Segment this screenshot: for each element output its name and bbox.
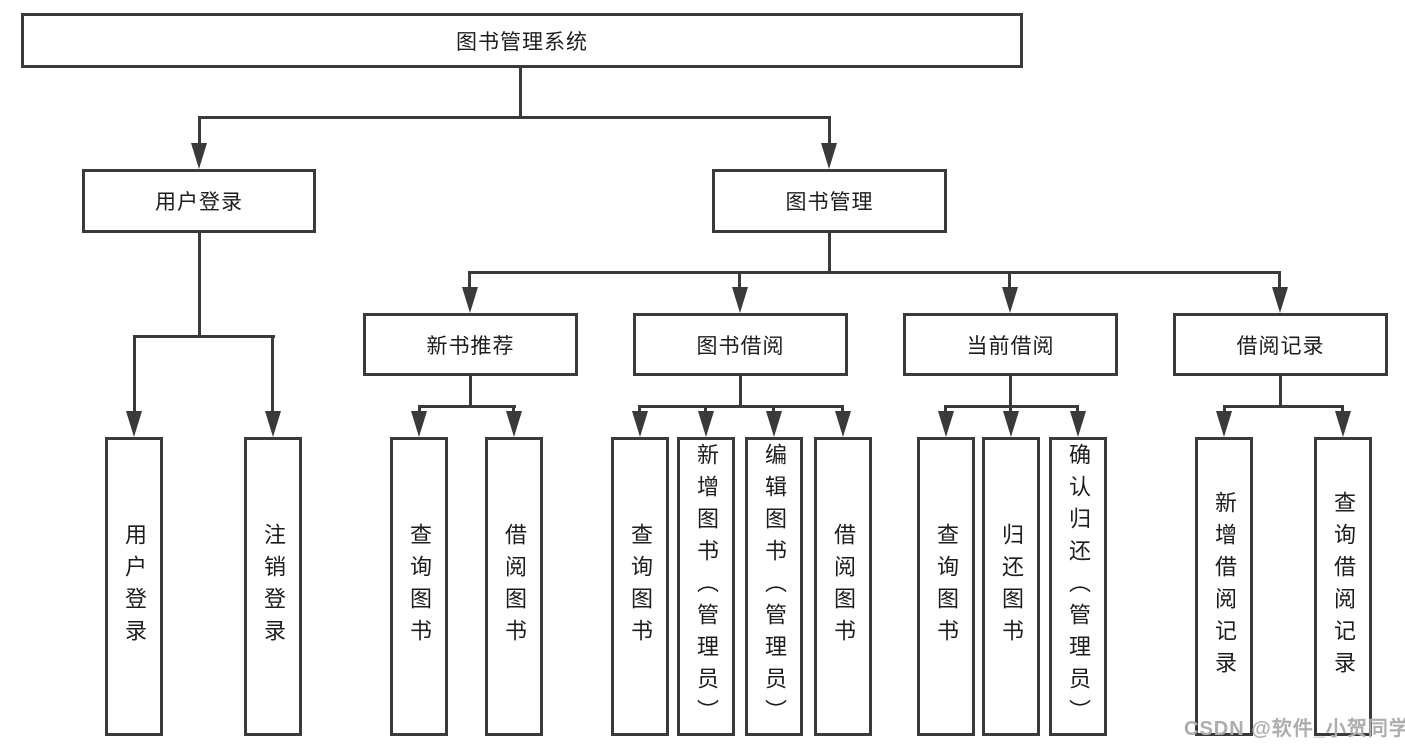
arrow-down-icon xyxy=(835,411,851,437)
node-book-borrow: 图书借阅 xyxy=(633,313,848,376)
csdn-watermark: CSDN @软件_小贺同学 xyxy=(1184,718,1405,740)
leaf-return-book: 归还图书 xyxy=(982,437,1040,736)
arrow-down-icon xyxy=(938,411,954,437)
connector-line xyxy=(944,405,947,414)
connector-line xyxy=(1223,405,1226,414)
connector-line xyxy=(1009,375,1012,406)
connector-line xyxy=(519,67,522,117)
arrow-down-icon xyxy=(766,411,782,437)
leaf-borrow-books-2: 借阅图书 xyxy=(814,437,872,736)
node-borrow-records-label: 借阅记录 xyxy=(1236,334,1325,358)
connector-line xyxy=(704,405,707,414)
connector-line xyxy=(198,116,201,146)
leaf-search-books-3: 查询图书 xyxy=(917,437,975,736)
connector-line xyxy=(1278,271,1281,289)
leaf-search-books-2-label: 查询图书 xyxy=(628,522,653,651)
node-user-login: 用户登录 xyxy=(82,169,316,233)
connector-line xyxy=(198,116,831,119)
connector-line xyxy=(841,405,844,414)
leaf-search-borrow-record: 查询借阅记录 xyxy=(1314,437,1372,736)
connector-line xyxy=(1076,405,1079,414)
node-new-books: 新书推荐 xyxy=(363,313,578,376)
leaf-add-book-admin: 新增图书（管理员） xyxy=(677,437,735,736)
arrow-down-icon xyxy=(1335,411,1351,437)
arrow-down-icon xyxy=(1003,411,1019,437)
leaf-add-borrow-record: 新增借阅记录 xyxy=(1195,437,1253,736)
arrow-down-icon xyxy=(462,287,478,313)
connector-line xyxy=(133,335,136,413)
arrow-down-icon xyxy=(1216,411,1232,437)
node-book-mgmt-label: 图书管理 xyxy=(785,191,874,214)
connector-line xyxy=(271,335,274,413)
arrow-down-icon xyxy=(1272,287,1288,313)
leaf-borrow-books-2-label: 借阅图书 xyxy=(831,522,856,651)
arrow-down-icon xyxy=(506,411,522,437)
node-current-borrow-label: 当前借阅 xyxy=(966,334,1055,358)
leaf-search-books-3-label: 查询图书 xyxy=(934,522,959,651)
node-current-borrow: 当前借阅 xyxy=(903,313,1118,376)
arrow-down-icon xyxy=(1002,287,1018,313)
connector-line xyxy=(1008,271,1011,289)
leaf-add-book-admin-label: 新增图书（管理员） xyxy=(694,442,719,731)
leaf-borrow-books-1: 借阅图书 xyxy=(485,437,543,736)
arrow-down-icon xyxy=(632,411,648,437)
leaf-search-books-2: 查询图书 xyxy=(611,437,669,736)
connector-line xyxy=(638,405,641,414)
arrow-down-icon xyxy=(191,143,207,169)
node-book-mgmt: 图书管理 xyxy=(712,169,947,233)
node-new-books-label: 新书推荐 xyxy=(426,334,515,358)
connector-line xyxy=(638,405,844,408)
arrow-down-icon xyxy=(821,143,837,169)
connector-line xyxy=(418,405,421,414)
arrow-down-icon xyxy=(698,411,714,437)
connector-line xyxy=(512,405,515,414)
arrow-down-icon xyxy=(732,287,748,313)
connector-line xyxy=(738,271,741,289)
connector-line xyxy=(1341,405,1344,414)
leaf-return-book-label: 归还图书 xyxy=(999,522,1024,651)
connector-line xyxy=(133,335,275,338)
node-user-login-label: 用户登录 xyxy=(155,191,243,214)
leaf-confirm-return-admin-label: 确认归还（管理员） xyxy=(1066,442,1091,731)
connector-line xyxy=(828,116,831,146)
leaf-search-books-1: 查询图书 xyxy=(390,437,448,736)
node-borrow-records: 借阅记录 xyxy=(1173,313,1388,376)
connector-line xyxy=(468,271,1281,274)
connector-line xyxy=(1009,405,1012,414)
leaf-user-login-label: 用户登录 xyxy=(122,522,147,651)
connector-line xyxy=(469,375,472,406)
leaf-edit-book-admin: 编辑图书（管理员） xyxy=(745,437,803,736)
connector-line xyxy=(468,271,471,289)
leaf-logout-label: 注销登录 xyxy=(261,522,286,651)
connector-line xyxy=(828,232,831,273)
leaf-search-borrow-record-label: 查询借阅记录 xyxy=(1331,490,1356,683)
leaf-search-books-1-label: 查询图书 xyxy=(407,522,432,651)
arrow-down-icon xyxy=(265,411,281,437)
leaf-user-login: 用户登录 xyxy=(105,437,163,736)
leaf-borrow-books-1-label: 借阅图书 xyxy=(502,522,527,651)
leaf-edit-book-admin-label: 编辑图书（管理员） xyxy=(762,442,787,731)
connector-line xyxy=(739,375,742,406)
arrow-down-icon xyxy=(1070,411,1086,437)
connector-line xyxy=(198,231,201,336)
node-book-borrow-label: 图书借阅 xyxy=(696,334,785,358)
arrow-down-icon xyxy=(411,411,427,437)
node-root: 图书管理系统 xyxy=(21,13,1023,68)
arrow-down-icon xyxy=(126,411,142,437)
connector-line xyxy=(772,405,775,414)
node-root-label: 图书管理系统 xyxy=(456,30,588,54)
leaf-confirm-return-admin: 确认归还（管理员） xyxy=(1049,437,1107,736)
connector-line xyxy=(1223,405,1344,408)
leaf-add-borrow-record-label: 新增借阅记录 xyxy=(1212,490,1237,683)
leaf-logout: 注销登录 xyxy=(244,437,302,736)
connector-line xyxy=(1279,375,1282,406)
connector-line xyxy=(418,405,516,408)
